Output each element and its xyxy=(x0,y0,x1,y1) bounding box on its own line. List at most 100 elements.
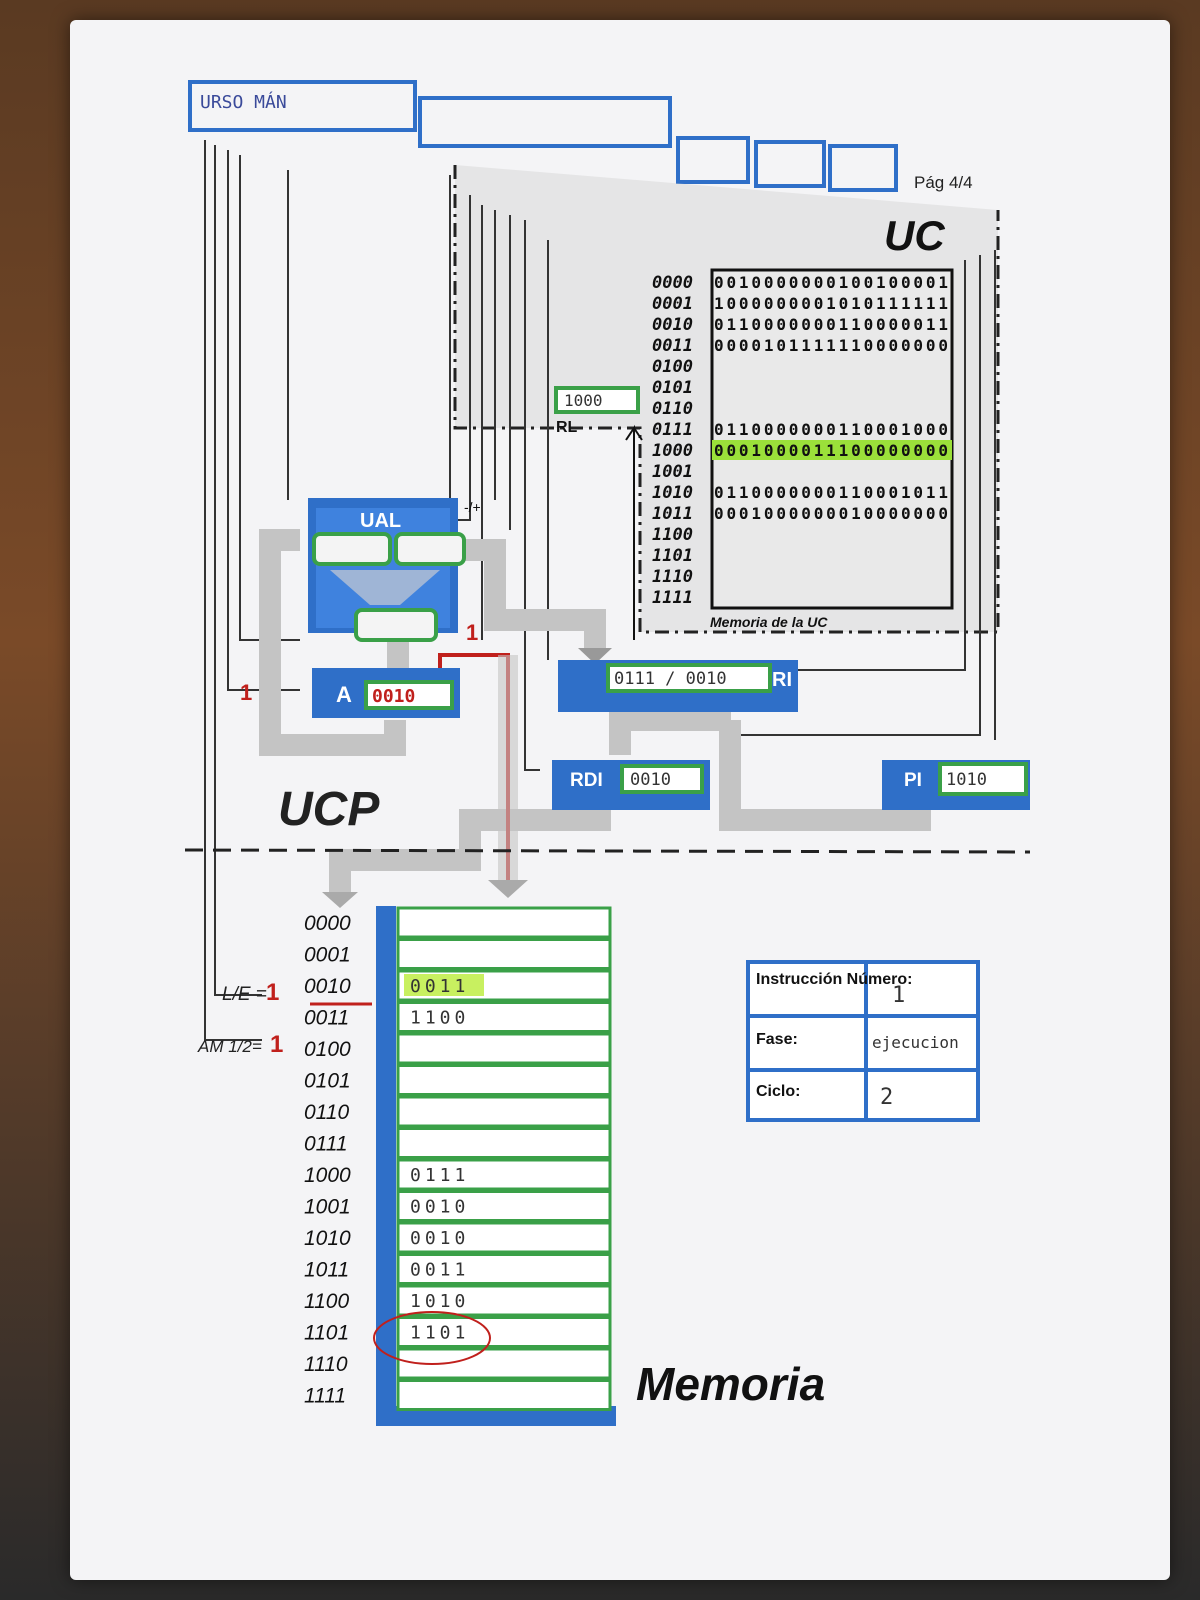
uc-row-addr: 0011 xyxy=(652,336,693,356)
rdi-label: RDI xyxy=(570,770,603,791)
rl-register xyxy=(554,386,640,414)
uc-memory-table xyxy=(710,268,954,610)
memory-cell xyxy=(396,1190,612,1222)
le-label: L/E = xyxy=(222,984,267,1005)
uc-title: UC xyxy=(884,212,945,259)
memory-cell xyxy=(396,1127,612,1159)
memory-row-addr: 0111 xyxy=(304,1133,348,1156)
uc-region-border xyxy=(453,165,1000,634)
uc-row-value: 0110000000110000011 xyxy=(714,315,948,334)
ual-label: UAL xyxy=(360,510,401,532)
a-value: 0010 xyxy=(372,686,415,707)
memory-cell xyxy=(396,1064,612,1096)
uc-row-value: 0001000000010000000 xyxy=(714,504,948,523)
uc-row-addr: 1101 xyxy=(652,546,693,566)
memory-cell xyxy=(396,1221,612,1254)
memory-circle-mark xyxy=(373,1311,491,1365)
rdi-register xyxy=(620,764,704,794)
memory-row-value: 0011 xyxy=(410,976,469,997)
ucp-label: UCP xyxy=(278,783,380,836)
info-table xyxy=(746,960,980,1122)
uc-row-addr: 1011 xyxy=(652,504,693,524)
page-label: Pág 4/4 xyxy=(914,173,973,192)
ucp-separator xyxy=(184,848,1031,854)
memory-cell xyxy=(396,1379,612,1411)
memory-row-addr: 0100 xyxy=(304,1038,351,1061)
ri-register xyxy=(606,663,772,693)
memory-row-value: 1100 xyxy=(410,1008,469,1029)
rl-arrow xyxy=(625,424,643,640)
ual-input-2 xyxy=(394,532,466,566)
bus-arrow-memory-addr xyxy=(322,892,358,908)
ri-value: 0111 / 0010 xyxy=(614,669,727,689)
memory-cell xyxy=(396,1316,612,1348)
memory-row-addr: 1010 xyxy=(304,1227,351,1250)
uc-row-addr: 1110 xyxy=(652,567,693,587)
data-bus-to-memory xyxy=(498,655,518,880)
ual-funnel xyxy=(330,570,440,605)
uc-row-addr: 1001 xyxy=(652,462,693,482)
memory-highlight xyxy=(404,974,484,996)
uc-row-addr: 0010 xyxy=(652,315,693,335)
ciclo-label: Ciclo: xyxy=(756,1083,800,1100)
uc-row-addr: 0100 xyxy=(652,357,693,377)
memory-row-addr: 0000 xyxy=(304,912,351,935)
memory-row-value: 0111 xyxy=(410,1165,469,1186)
memory-row-addr: 0110 xyxy=(304,1101,349,1124)
bus-arrow-ri xyxy=(578,648,612,664)
ual-out-signal: 1 xyxy=(466,620,478,645)
memory-row-addr: 0011 xyxy=(304,1007,349,1030)
header-box-4 xyxy=(754,140,826,188)
memory-row-addr: 0010 xyxy=(304,975,351,998)
pi-label: PI xyxy=(904,770,922,791)
rl-label: RL xyxy=(556,419,578,436)
uc-highlight-row xyxy=(712,440,952,460)
uc-memory-caption: Memoria de la UC xyxy=(710,614,828,630)
memory-row-value: 0011 xyxy=(410,1260,469,1281)
am-value: 1 xyxy=(270,1031,283,1058)
uc-row-addr: 1010 xyxy=(652,483,693,503)
uc-row-value: 0110000000110001000 xyxy=(714,420,948,439)
header-box-3 xyxy=(676,136,750,184)
pi-register xyxy=(938,762,1028,796)
memory-row-value: 1101 xyxy=(410,1323,469,1344)
uc-row-addr: 1000 xyxy=(652,441,693,461)
le-value: 1 xyxy=(266,979,279,1006)
ual-output xyxy=(354,608,438,642)
memory-row-addr: 0101 xyxy=(304,1070,351,1093)
memory-cell xyxy=(396,1284,612,1317)
memory-row-addr: 1000 xyxy=(304,1164,351,1187)
course-handwriting: URSO MÁN xyxy=(200,91,287,113)
data-bus xyxy=(259,529,931,892)
instr-label: Instrucción Número: xyxy=(756,971,912,988)
rl-value: 1000 xyxy=(564,391,603,410)
memory-title: Memoria xyxy=(636,1358,825,1410)
uc-row-addr: 0110 xyxy=(652,399,693,419)
uc-row-value: 1000000001010111111 xyxy=(714,294,948,313)
memory-row-addr: 1001 xyxy=(304,1196,351,1219)
a-register xyxy=(364,680,454,710)
memory-row-addr: 1101 xyxy=(304,1322,349,1345)
memory-cell xyxy=(396,938,612,970)
uc-row-addr: 1100 xyxy=(652,525,693,545)
a-load-signal: 1 xyxy=(240,680,252,705)
uc-row-addr: 0001 xyxy=(652,294,693,314)
memory-cell xyxy=(396,1158,612,1191)
ual-sign: -/+ xyxy=(464,499,481,515)
memory-row-addr: 1111 xyxy=(304,1385,346,1408)
uc-row-addr: 0000 xyxy=(652,273,693,293)
memory-cell xyxy=(396,1095,612,1128)
memory-row-addr: 1011 xyxy=(304,1259,349,1282)
header-box-2 xyxy=(418,96,672,148)
instr-value: 1 xyxy=(892,983,905,1008)
bus-arrow-memory-data xyxy=(488,880,528,898)
ciclo-value: 2 xyxy=(880,1085,893,1110)
memory-cell xyxy=(396,906,612,939)
memory-row-value: 0010 xyxy=(410,1228,469,1249)
am-label: AM 1/2= xyxy=(197,1037,262,1056)
uc-row-value: 0001000011100000000 xyxy=(714,441,948,460)
uc-row-addr: 0111 xyxy=(652,420,693,440)
fase-label: Fase: xyxy=(756,1031,798,1048)
